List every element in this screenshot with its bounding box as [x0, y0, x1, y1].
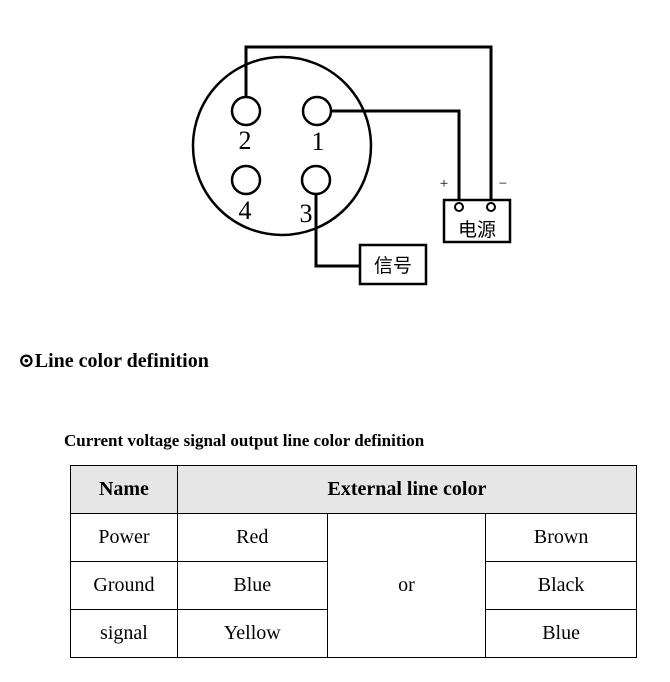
- wire-pin1-to-power-plus: [331, 109, 461, 204]
- power-plus-terminal: [454, 202, 464, 212]
- row-color-b: Black: [485, 561, 637, 610]
- connector-housing: [191, 55, 373, 237]
- signal-box: [358, 243, 428, 286]
- wire-pin2-to-power-minus: [244, 45, 493, 204]
- pin-3-label: 3: [300, 199, 313, 228]
- pin-3-socket: [300, 164, 332, 196]
- power-minus-terminal: [486, 202, 496, 212]
- pin-1-socket: [301, 95, 333, 127]
- or-cell: or: [326, 513, 487, 658]
- section-heading: ⊙Line color definition: [18, 350, 209, 372]
- table-row: Power Red or Brown: [70, 513, 637, 658]
- pin-4-label: 4: [239, 196, 252, 225]
- header-external-line-color: External line color: [176, 465, 638, 514]
- row-color-b: Brown: [485, 513, 637, 562]
- row-name: Power: [70, 513, 178, 562]
- row-color-b: Blue: [485, 609, 637, 658]
- header-name: Name: [70, 465, 178, 514]
- minus-label: −: [499, 176, 507, 192]
- power-supply-label: 电源: [458, 219, 496, 241]
- row-name: Ground: [70, 561, 178, 610]
- table-header-row: Name External line color: [70, 465, 638, 514]
- wiring-diagram: 2 1 4 3 电源 + − 信号: [191, 45, 512, 286]
- wire-pin3-to-signal: [314, 195, 361, 268]
- line-color-table: Name External line color Power Red or Br…: [70, 465, 638, 658]
- plus-label: +: [440, 176, 448, 192]
- pin-2-label: 2: [239, 126, 252, 155]
- row-color-a: Yellow: [176, 609, 328, 658]
- pin-1-label: 1: [312, 127, 325, 156]
- table-row: signal Yellow Blue: [70, 609, 637, 658]
- table-caption: Current voltage signal output line color…: [64, 431, 425, 450]
- row-color-a: Blue: [176, 561, 328, 610]
- row-color-a: Red: [176, 513, 328, 562]
- table-row: Ground Blue Black: [70, 561, 637, 610]
- row-name: signal: [70, 609, 178, 658]
- pin-2-socket: [230, 95, 262, 127]
- pin-4-socket: [230, 164, 262, 196]
- signal-label: 信号: [374, 255, 412, 277]
